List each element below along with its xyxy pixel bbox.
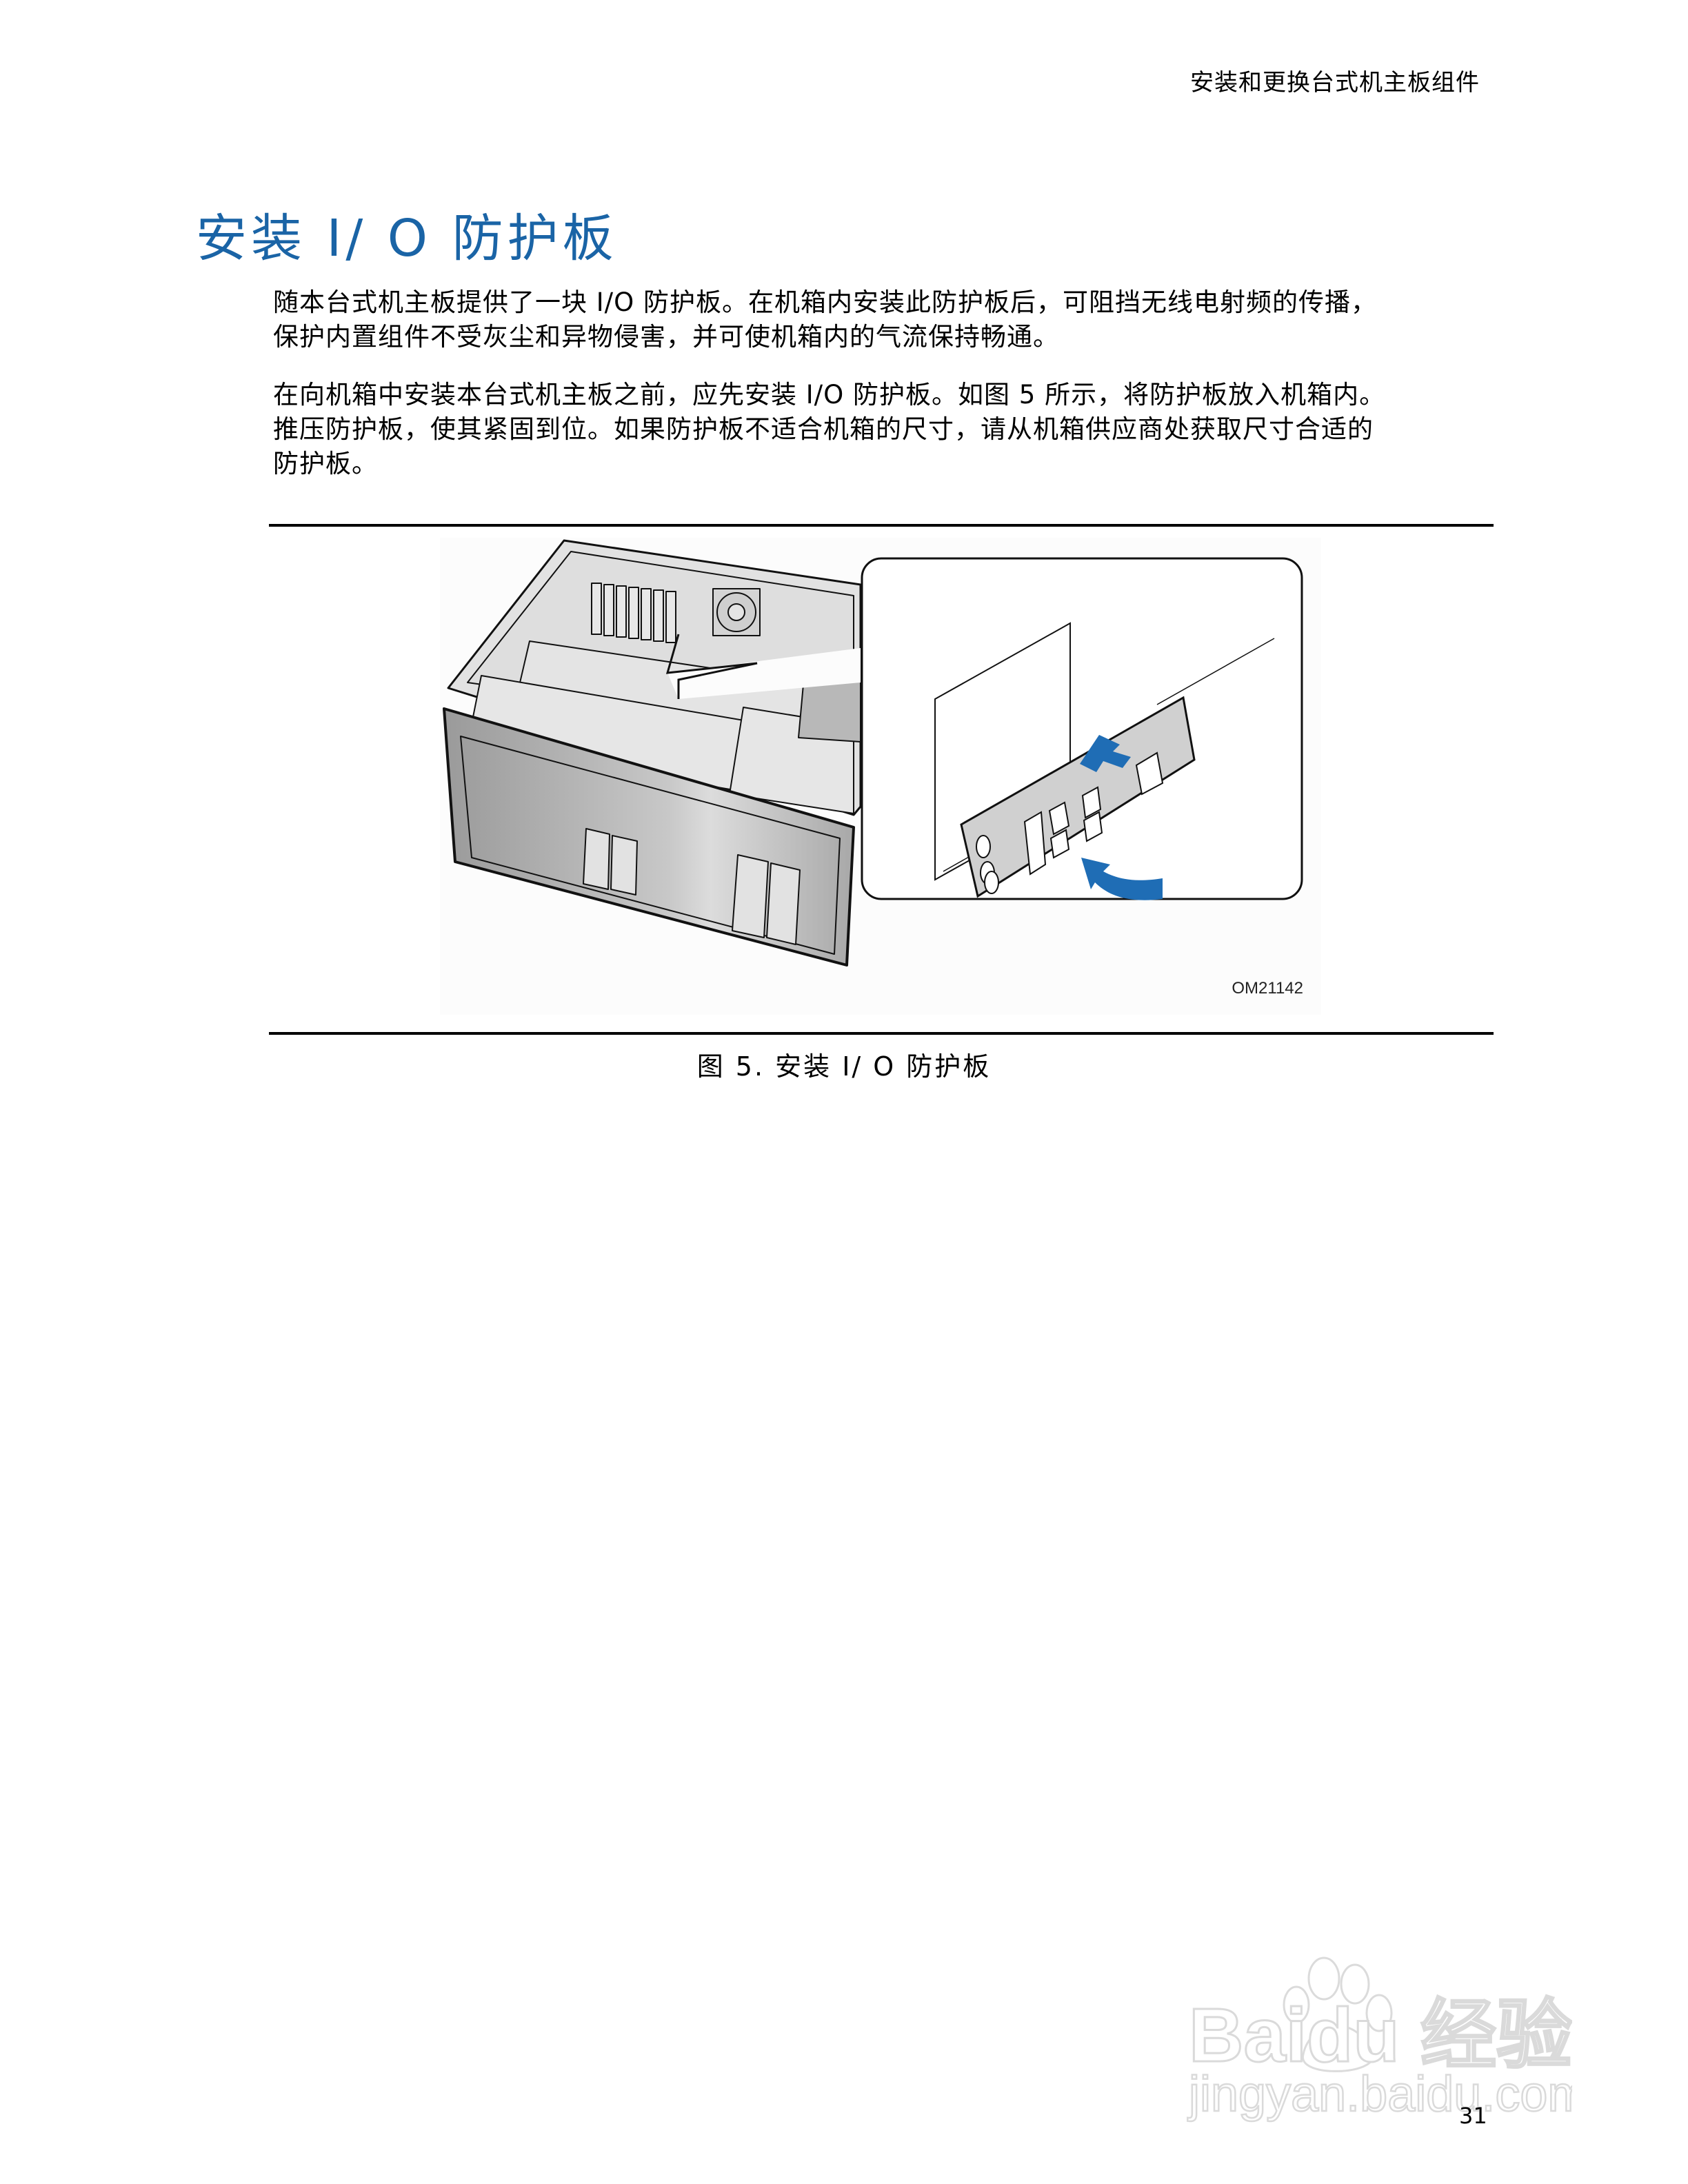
baidu-watermark: Baidu 经验 jingyan.baidu.com [1186,1930,1590,2123]
paragraph-line: 随本台式机主板提供了一块 I/O 防护板。在机箱内安装此防护板后，可阻挡无线电射… [273,287,1378,317]
paragraph-line: 防护板。 [273,449,378,478]
paw-logo-icon [1283,1957,1393,2072]
rotate-arrow-icon [1081,858,1163,900]
computer-chassis-illustration [443,539,862,967]
paragraph-line: 在向机箱中安装本台式机主板之前，应先安装 I/O 防护板。如图 5 所示，将防护… [273,380,1386,410]
paragraph-line: 保护内置组件不受灰尘和异物侵害，并可使机箱内的气流保持畅通。 [273,322,1059,352]
figure-bottom-rule [269,1032,1494,1035]
section-title: 安装 I/ O 防护板 [196,209,618,268]
push-arrow-icon [1080,735,1131,772]
io-shield-illustration [861,557,1303,900]
fan-icon [712,588,761,636]
figure-id-label: OM21142 [1232,979,1303,998]
page-number: 31 [1459,2103,1487,2129]
paragraph-instructions: 在向机箱中安装本台式机主板之前，应先安装 I/O 防护板。如图 5 所示，将防护… [273,378,1459,481]
figure-caption: 图 5. 安装 I/ O 防护板 [696,1051,992,1082]
paragraph-line: 推压防护板，使其紧固到位。如果防护板不适合机箱的尺寸，请从机箱供应商处获取尺寸合… [273,414,1374,444]
figure-top-rule [269,524,1494,527]
watermark-brand: Baidu 经验 [1189,1993,1572,2078]
paragraph-intro: 随本台式机主板提供了一块 I/O 防护板。在机箱内安装此防护板后，可阻挡无线电射… [273,285,1459,354]
watermark-url: jingyan.baidu.com [1187,2067,1572,2122]
figure-io-shield: OM21142 [440,538,1321,1015]
running-header: 安装和更换台式机主板组件 [1190,69,1480,97]
